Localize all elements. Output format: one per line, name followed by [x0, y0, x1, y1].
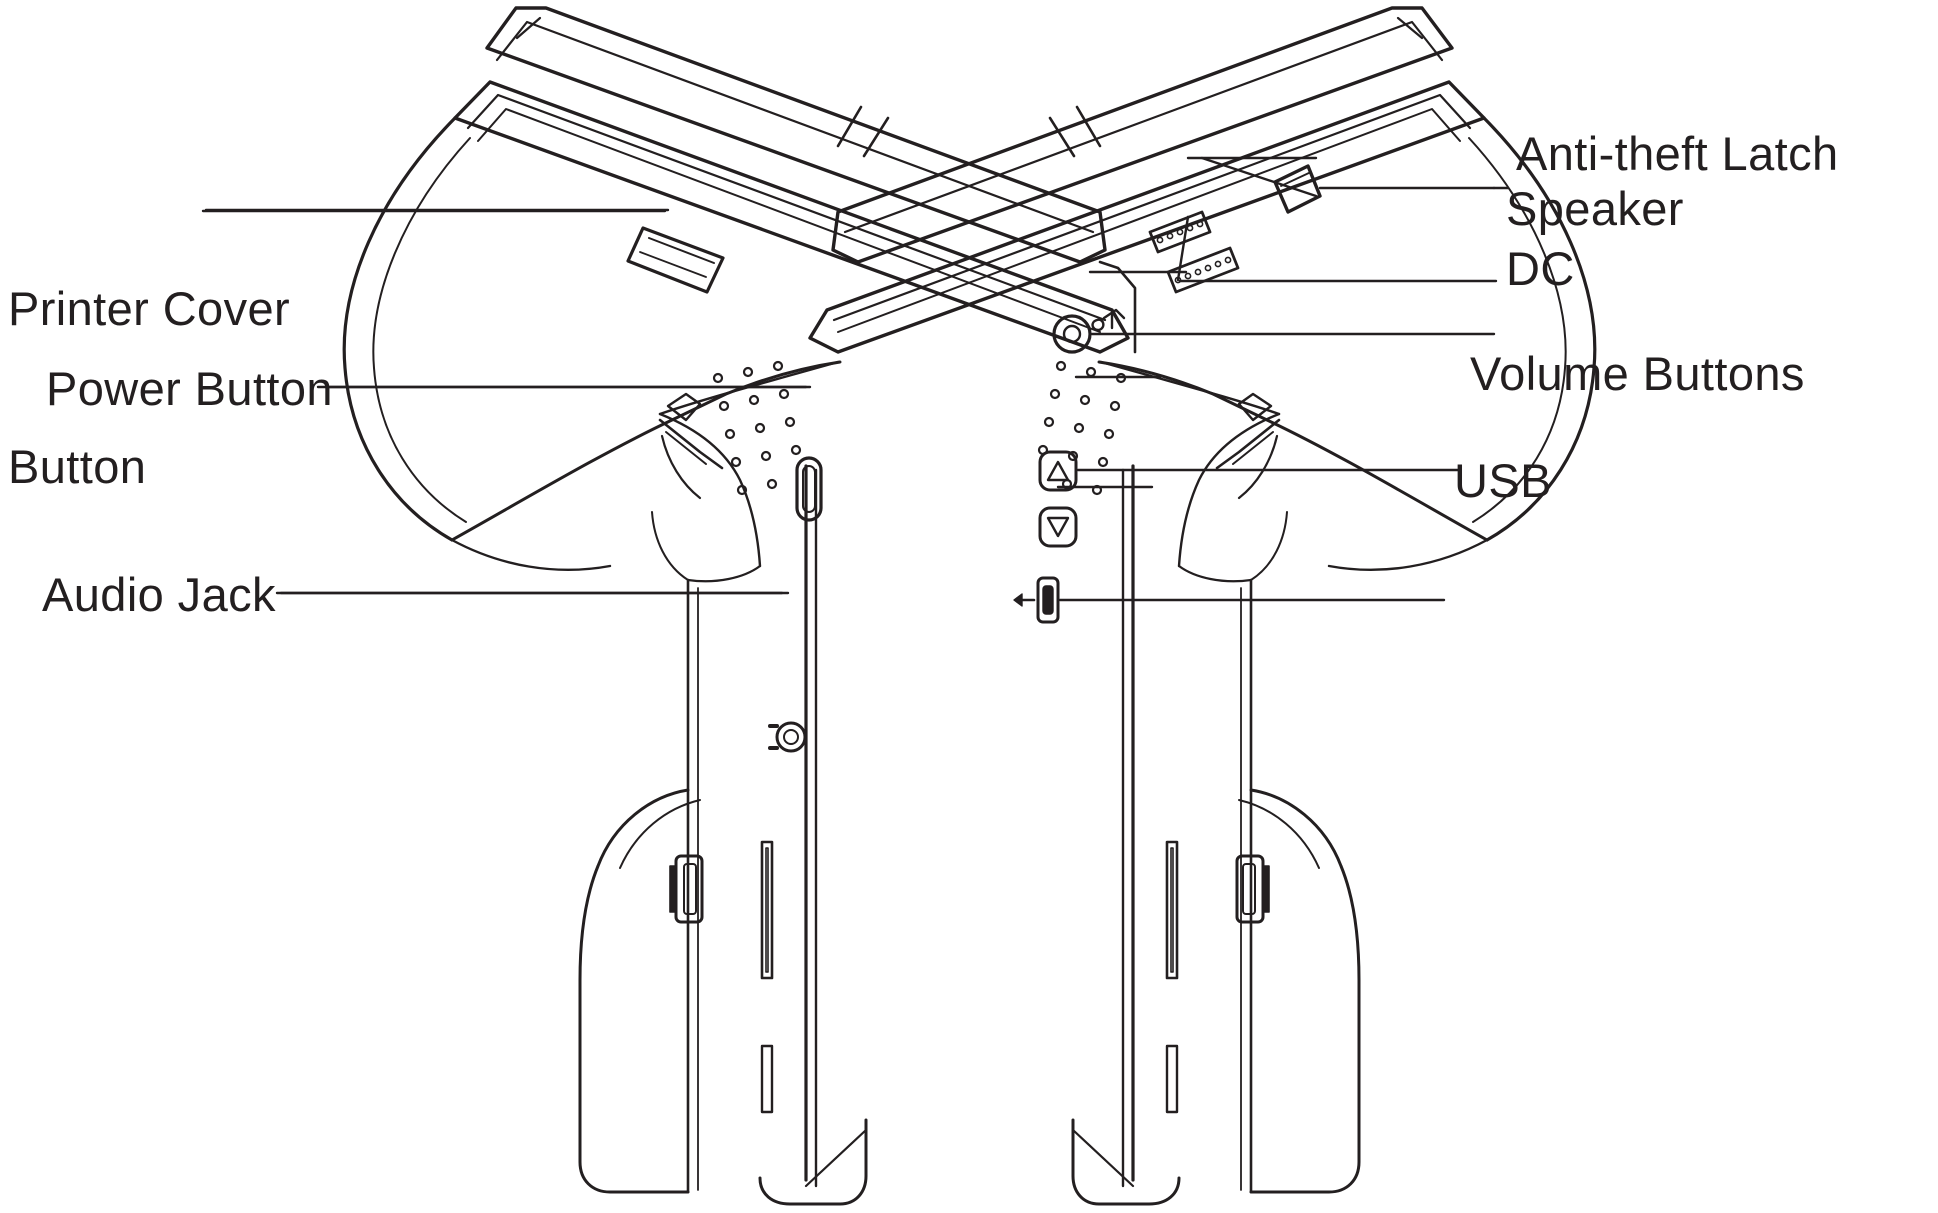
label-usb: USB [1454, 454, 1552, 507]
label-power-button: Power Button [46, 362, 333, 415]
printer-cover-button-part [626, 226, 725, 294]
dc-jack-part [1052, 314, 1092, 354]
volume-up-button-part [1038, 450, 1078, 492]
volume-down-button-part [1038, 506, 1078, 548]
right-device-outline [808, 6, 1597, 1206]
label-speaker: Speaker [1506, 182, 1684, 235]
label-audio-jack: Audio Jack [42, 568, 276, 621]
label-anti-theft-latch: Anti-theft Latch [1516, 127, 1839, 180]
left-speaker-dot-grid [712, 360, 802, 496]
leader-speaker [1176, 215, 1190, 282]
battery-latch [669, 854, 704, 924]
label-printer-cover-button-line1: Printer Cover [8, 282, 291, 336]
label-dc: DC [1506, 242, 1575, 295]
label-printer-cover-button: Printer Cover Button [8, 178, 290, 599]
label-printer-cover-button-line2: Button [8, 440, 147, 494]
leader-anti-theft-latch [1200, 156, 1318, 198]
label-volume-buttons: Volume Buttons [1470, 347, 1805, 400]
anti-theft-latch-part [1273, 164, 1322, 214]
callout-leaders [204, 186, 1510, 602]
battery-latch-right [1235, 854, 1270, 924]
usb-port-part [1036, 576, 1060, 624]
audio-jack-part [768, 721, 807, 753]
power-button-part [795, 456, 823, 522]
dc-power-icon [1091, 308, 1126, 332]
usb-icon [1013, 593, 1036, 607]
speaker-grille-upper [1148, 210, 1212, 254]
left-device-outline [342, 6, 1137, 1206]
